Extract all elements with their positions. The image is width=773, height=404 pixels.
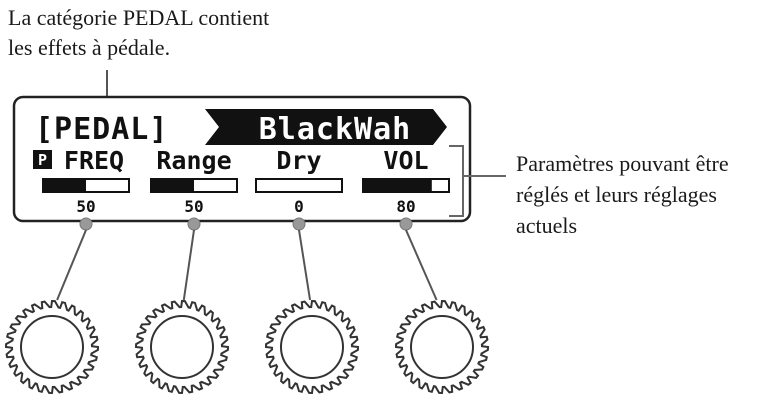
params-note-line-2: réglés et leurs réglages: [516, 182, 717, 207]
pedal-badge-icon: [33, 150, 52, 169]
param-name: Range: [156, 146, 231, 175]
param-dry: Dry 0: [255, 146, 343, 301]
level-bar-fill: [363, 179, 432, 192]
knob-cap[interactable]: [410, 315, 474, 379]
level-bar-track: [255, 178, 343, 193]
category-label: [PEDAL]: [35, 112, 168, 147]
knob-row: [4, 299, 490, 395]
param-value: 0: [294, 197, 304, 216]
parameter-columns: P FREQ 50 Range 50 Dry 0 VOL 80: [33, 146, 450, 301]
param-freq: P FREQ 50: [33, 146, 130, 301]
leader-dot: [187, 217, 201, 231]
leader-line: [405, 229, 438, 301]
category-note-line-2: les effets à pédale.: [8, 35, 170, 60]
param-value: 80: [396, 197, 415, 216]
param-name: VOL: [383, 146, 428, 175]
leader-line: [56, 229, 87, 301]
param-range: Range 50: [150, 146, 238, 301]
knob-3[interactable]: [264, 299, 360, 395]
params-note-line-1: Paramètres pouvant être: [516, 151, 729, 176]
knob-2[interactable]: [134, 299, 230, 395]
knob-4[interactable]: [394, 299, 490, 395]
leader-line: [182, 229, 195, 301]
knob-1[interactable]: [4, 299, 100, 395]
param-name: Dry: [276, 146, 321, 175]
category-note-line-1: La catégorie PEDAL contient: [8, 5, 269, 30]
params-note-line-3: actuels: [516, 213, 577, 238]
effect-name: BlackWah: [259, 112, 412, 147]
pedal-badge-label: P: [38, 151, 47, 169]
level-bar-fill: [43, 179, 86, 192]
param-value: 50: [76, 197, 95, 216]
knob-cap[interactable]: [150, 315, 214, 379]
leader-dot: [79, 217, 93, 231]
leader-dot: [399, 217, 413, 231]
level-bar-fill: [151, 179, 194, 192]
param-name: FREQ: [64, 146, 124, 175]
effect-name-banner: [205, 109, 447, 145]
param-value: 50: [184, 197, 203, 216]
param-vol: VOL 80: [362, 146, 450, 301]
leader-dot: [292, 217, 306, 231]
knob-cap[interactable]: [280, 315, 344, 379]
leader-line: [298, 229, 312, 301]
params-bracket: [449, 145, 464, 217]
knob-cap[interactable]: [20, 315, 84, 379]
